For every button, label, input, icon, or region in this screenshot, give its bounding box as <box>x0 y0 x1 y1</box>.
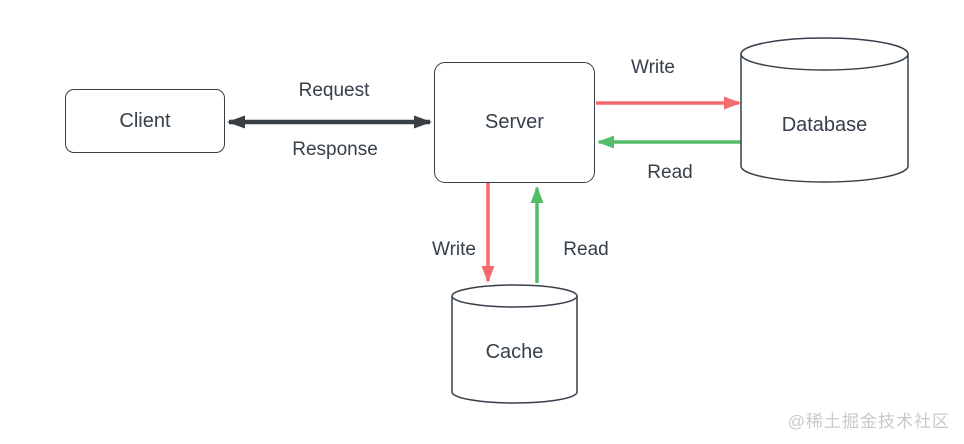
node-database-label: Database <box>781 113 868 136</box>
node-client: Client <box>65 89 225 153</box>
node-server-label: Server <box>485 111 544 133</box>
database-cylinder-shape <box>740 37 909 183</box>
node-client-label: Client <box>119 109 171 132</box>
edge-label-response: Response <box>292 139 378 160</box>
edge-label-request: Request <box>298 80 370 101</box>
node-database: Database <box>740 37 909 183</box>
watermark: @稀土掘金技术社区 <box>787 412 950 431</box>
cache-cylinder-shape <box>451 284 578 404</box>
edge-label-cache-read: Read <box>563 239 609 260</box>
node-cache-label: Cache <box>485 340 544 363</box>
edge-label-database-write: Write <box>631 57 675 78</box>
node-cache: Cache <box>451 284 578 404</box>
edge-label-cache-write: Write <box>432 239 476 260</box>
node-server: Server <box>434 62 595 183</box>
edge-label-database-read: Read <box>647 162 693 183</box>
